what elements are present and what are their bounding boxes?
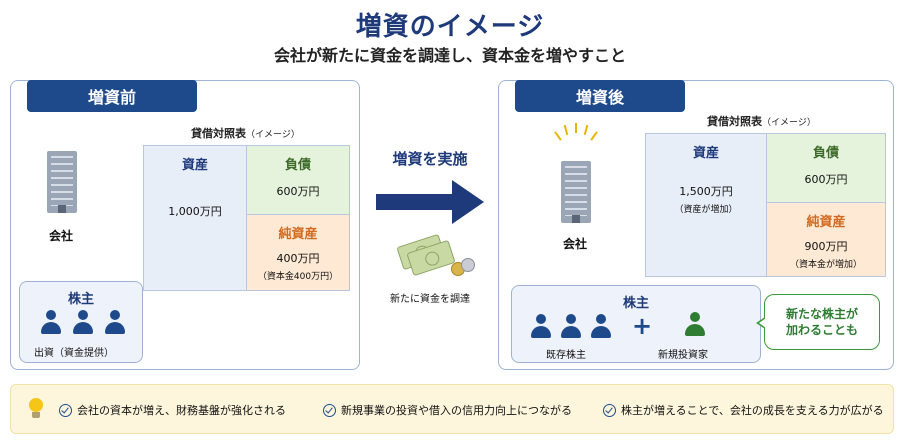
after-liabilities-cell: 負債 600万円 [766,133,886,203]
person-icon [528,314,554,340]
lightbulb-icon [27,398,45,422]
existing-shareholders-label: 既存株主 [546,350,586,361]
new-shareholder-bubble: 新たな株主が 加わることも [756,294,880,350]
before-panel: 増資前 会社 貸借対照表（イメージ） 資産 1,000万円 負債 600万円 純… [10,80,360,370]
after-assets-value: 1,500万円 [679,185,733,198]
building-icon [47,151,77,213]
after-equity-cell: 純資産 900万円 （資本金が増加） [766,202,886,277]
after-equity-note: （資本金が増加） [789,260,862,270]
before-equity-label: 純資産 [278,227,318,242]
page-title: 増資のイメージ [355,12,545,42]
before-equity-cell: 純資産 400万円 （資本金400万円） [246,214,350,291]
person-icon [588,314,614,340]
money-caption: 新たに資金を調達 [390,294,470,305]
plus-icon: + [632,312,653,340]
before-assets-label: 資産 [181,158,208,173]
after-assets-note: （資産が増加） [674,205,738,215]
before-equity-note: （資本金400万円） [257,272,339,282]
before-shareholders-caption: 出資（資金提供） [34,348,114,359]
person-icon [558,314,584,340]
after-assets-label: 資産 [692,146,719,161]
after-shareholders-title: 株主 [622,296,649,311]
before-shareholders-title: 株主 [67,292,94,307]
before-liabilities-value: 600万円 [276,185,320,198]
before-liabilities-cell: 負債 600万円 [246,145,350,215]
after-equity-value: 900万円 [804,240,848,253]
before-company-label: 会社 [49,229,74,243]
sparkle-icon [583,124,589,136]
footer-point: 株主が増えることで、会社の成長を支える力が広がる [603,402,884,418]
building-icon [561,161,591,223]
footer-point: 新規事業の投資や借入の信用力向上につながる [323,402,572,418]
before-tab: 増資前 [27,80,197,112]
arrow-right-icon [376,180,484,224]
after-equity-label: 純資産 [806,215,846,230]
money-icon [395,232,475,280]
before-equity-value: 400万円 [276,252,320,265]
new-investor-label: 新規投資家 [658,350,708,361]
after-bs-caption: 貸借対照表（イメージ） [707,115,816,128]
new-investor-icon [682,312,708,338]
after-liabilities-label: 負債 [812,146,839,161]
check-circle-icon [603,403,616,417]
after-shareholders-box: 株主 既存株主 新規投資家 [511,285,761,363]
before-liabilities-label: 負債 [284,158,311,173]
before-assets-value: 1,000万円 [168,205,222,218]
after-assets-cell: 資産 1,500万円 （資産が増加） [645,133,767,277]
sparkle-icon [563,124,569,136]
footer-point: 会社の資本が増え、財務基盤が強化される [59,402,286,418]
after-tab: 増資後 [515,80,685,112]
after-company-label: 会社 [563,237,588,251]
person-icon [70,310,96,336]
footer-points: 会社の資本が増え、財務基盤が強化される 新規事業の投資や借入の信用力向上につなが… [10,384,894,434]
after-panel: 増資後 会社 貸借対照表（イメージ） 資産 1,500万円 （資産が増加） 負債… [498,80,894,370]
check-circle-icon [59,403,72,417]
before-assets-cell: 資産 1,000万円 [143,145,247,291]
action-label: 増資を実施 [392,150,468,168]
sparkle-icon [590,131,598,141]
person-icon [38,310,64,336]
after-liabilities-value: 600万円 [804,173,848,186]
before-shareholders-box: 株主 出資（資金提供） [19,281,143,363]
sparkle-icon [554,131,562,141]
page-subtitle: 会社が新たに資金を調達し、資本金を増やすこと [273,46,626,65]
before-bs-caption: 貸借対照表（イメージ） [191,127,300,140]
sparkle-icon [575,123,577,133]
person-icon [102,310,128,336]
check-circle-icon [323,403,336,417]
